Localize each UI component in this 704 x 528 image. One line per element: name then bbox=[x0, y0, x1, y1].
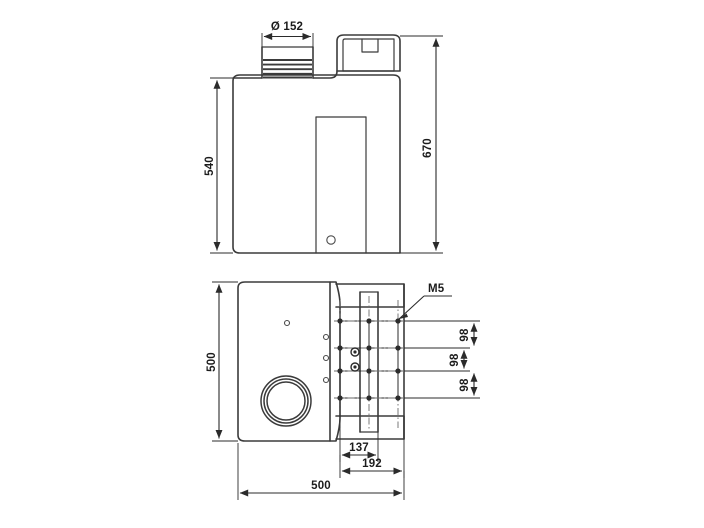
elevation-body-outline bbox=[232, 74, 401, 254]
side-elevation-view: Ø 152 540 670 bbox=[204, 21, 443, 254]
callout-label-m5: M5 bbox=[428, 283, 445, 295]
dimension-dia152: Ø 152 bbox=[261, 21, 314, 47]
dim-label-98-inner: 98 bbox=[449, 353, 461, 367]
dim-label-192: 192 bbox=[362, 458, 382, 470]
dimension-98-outer-bottom: 98 bbox=[459, 373, 478, 396]
dimension-670: 670 bbox=[400, 35, 443, 254]
dimension-540: 540 bbox=[204, 77, 233, 254]
ringed-hole-center bbox=[353, 350, 357, 354]
plan-column-connectors bbox=[339, 321, 399, 398]
dim-label-540: 540 bbox=[204, 156, 216, 176]
plan-body-outline bbox=[237, 281, 331, 442]
small-hole bbox=[322, 333, 330, 341]
elevation-handle-inner-left bbox=[342, 38, 346, 72]
dim-label-98-outer-top: 98 bbox=[459, 328, 471, 342]
ringed-hole-center bbox=[353, 365, 357, 369]
plan-small-hole-column bbox=[283, 319, 330, 384]
small-hole bbox=[322, 376, 330, 384]
mounting-hole bbox=[366, 345, 372, 351]
plan-ringed-holes bbox=[350, 347, 360, 372]
dimension-137: 137 bbox=[339, 400, 379, 462]
plan-mounting-hole-grid bbox=[337, 318, 401, 401]
dim-label-plan-500-horizontal: 500 bbox=[311, 480, 331, 492]
dim-label-plan-500-vertical: 500 bbox=[206, 352, 218, 372]
plan-right-section-outline bbox=[329, 281, 341, 442]
elevation-handle-notch bbox=[361, 38, 379, 53]
mounting-hole bbox=[395, 318, 401, 324]
mounting-hole bbox=[366, 395, 372, 401]
mounting-hole bbox=[366, 368, 372, 374]
mounting-hole bbox=[337, 368, 343, 374]
dimension-plan-500-vertical: 500 bbox=[206, 281, 238, 442]
elevation-shoulder-right bbox=[312, 70, 338, 79]
dimension-98-outer-top: 98 bbox=[459, 323, 478, 346]
dim-label-dia152: Ø 152 bbox=[271, 21, 303, 33]
plan-row-centerlines bbox=[334, 320, 404, 399]
dimension-plan-500-horizontal: 500 bbox=[237, 443, 405, 500]
dim-label-98-outer-bottom: 98 bbox=[459, 378, 471, 392]
dimension-98-inner: 98 bbox=[449, 350, 468, 369]
mounting-hole bbox=[395, 395, 401, 401]
bottom-plan-view: M5 500 98 98 98 bbox=[206, 281, 480, 500]
elevation-port-hole bbox=[326, 235, 336, 245]
port-inner-ring bbox=[266, 381, 306, 421]
elevation-handle-cap bbox=[336, 34, 401, 72]
small-hole bbox=[283, 319, 291, 327]
plan-concentric-port bbox=[260, 375, 312, 427]
mounting-hole bbox=[337, 395, 343, 401]
mounting-hole bbox=[337, 345, 343, 351]
elevation-handle-inner-right bbox=[344, 38, 395, 72]
small-hole bbox=[322, 354, 330, 362]
mounting-hole bbox=[337, 318, 343, 324]
plan-flange-bottom bbox=[335, 415, 405, 440]
mounting-hole bbox=[366, 318, 372, 324]
dim-label-137: 137 bbox=[349, 442, 369, 454]
mounting-hole bbox=[395, 368, 401, 374]
mounting-hole bbox=[395, 345, 401, 351]
port-middle-ring bbox=[263, 378, 309, 424]
plan-flange-top bbox=[335, 283, 405, 308]
callout-m5: M5 bbox=[398, 283, 452, 320]
dim-label-670: 670 bbox=[422, 138, 434, 158]
neck-thread-lines bbox=[263, 59, 312, 79]
dimension-192: 192 bbox=[339, 439, 405, 478]
port-outer-ring bbox=[260, 375, 312, 427]
